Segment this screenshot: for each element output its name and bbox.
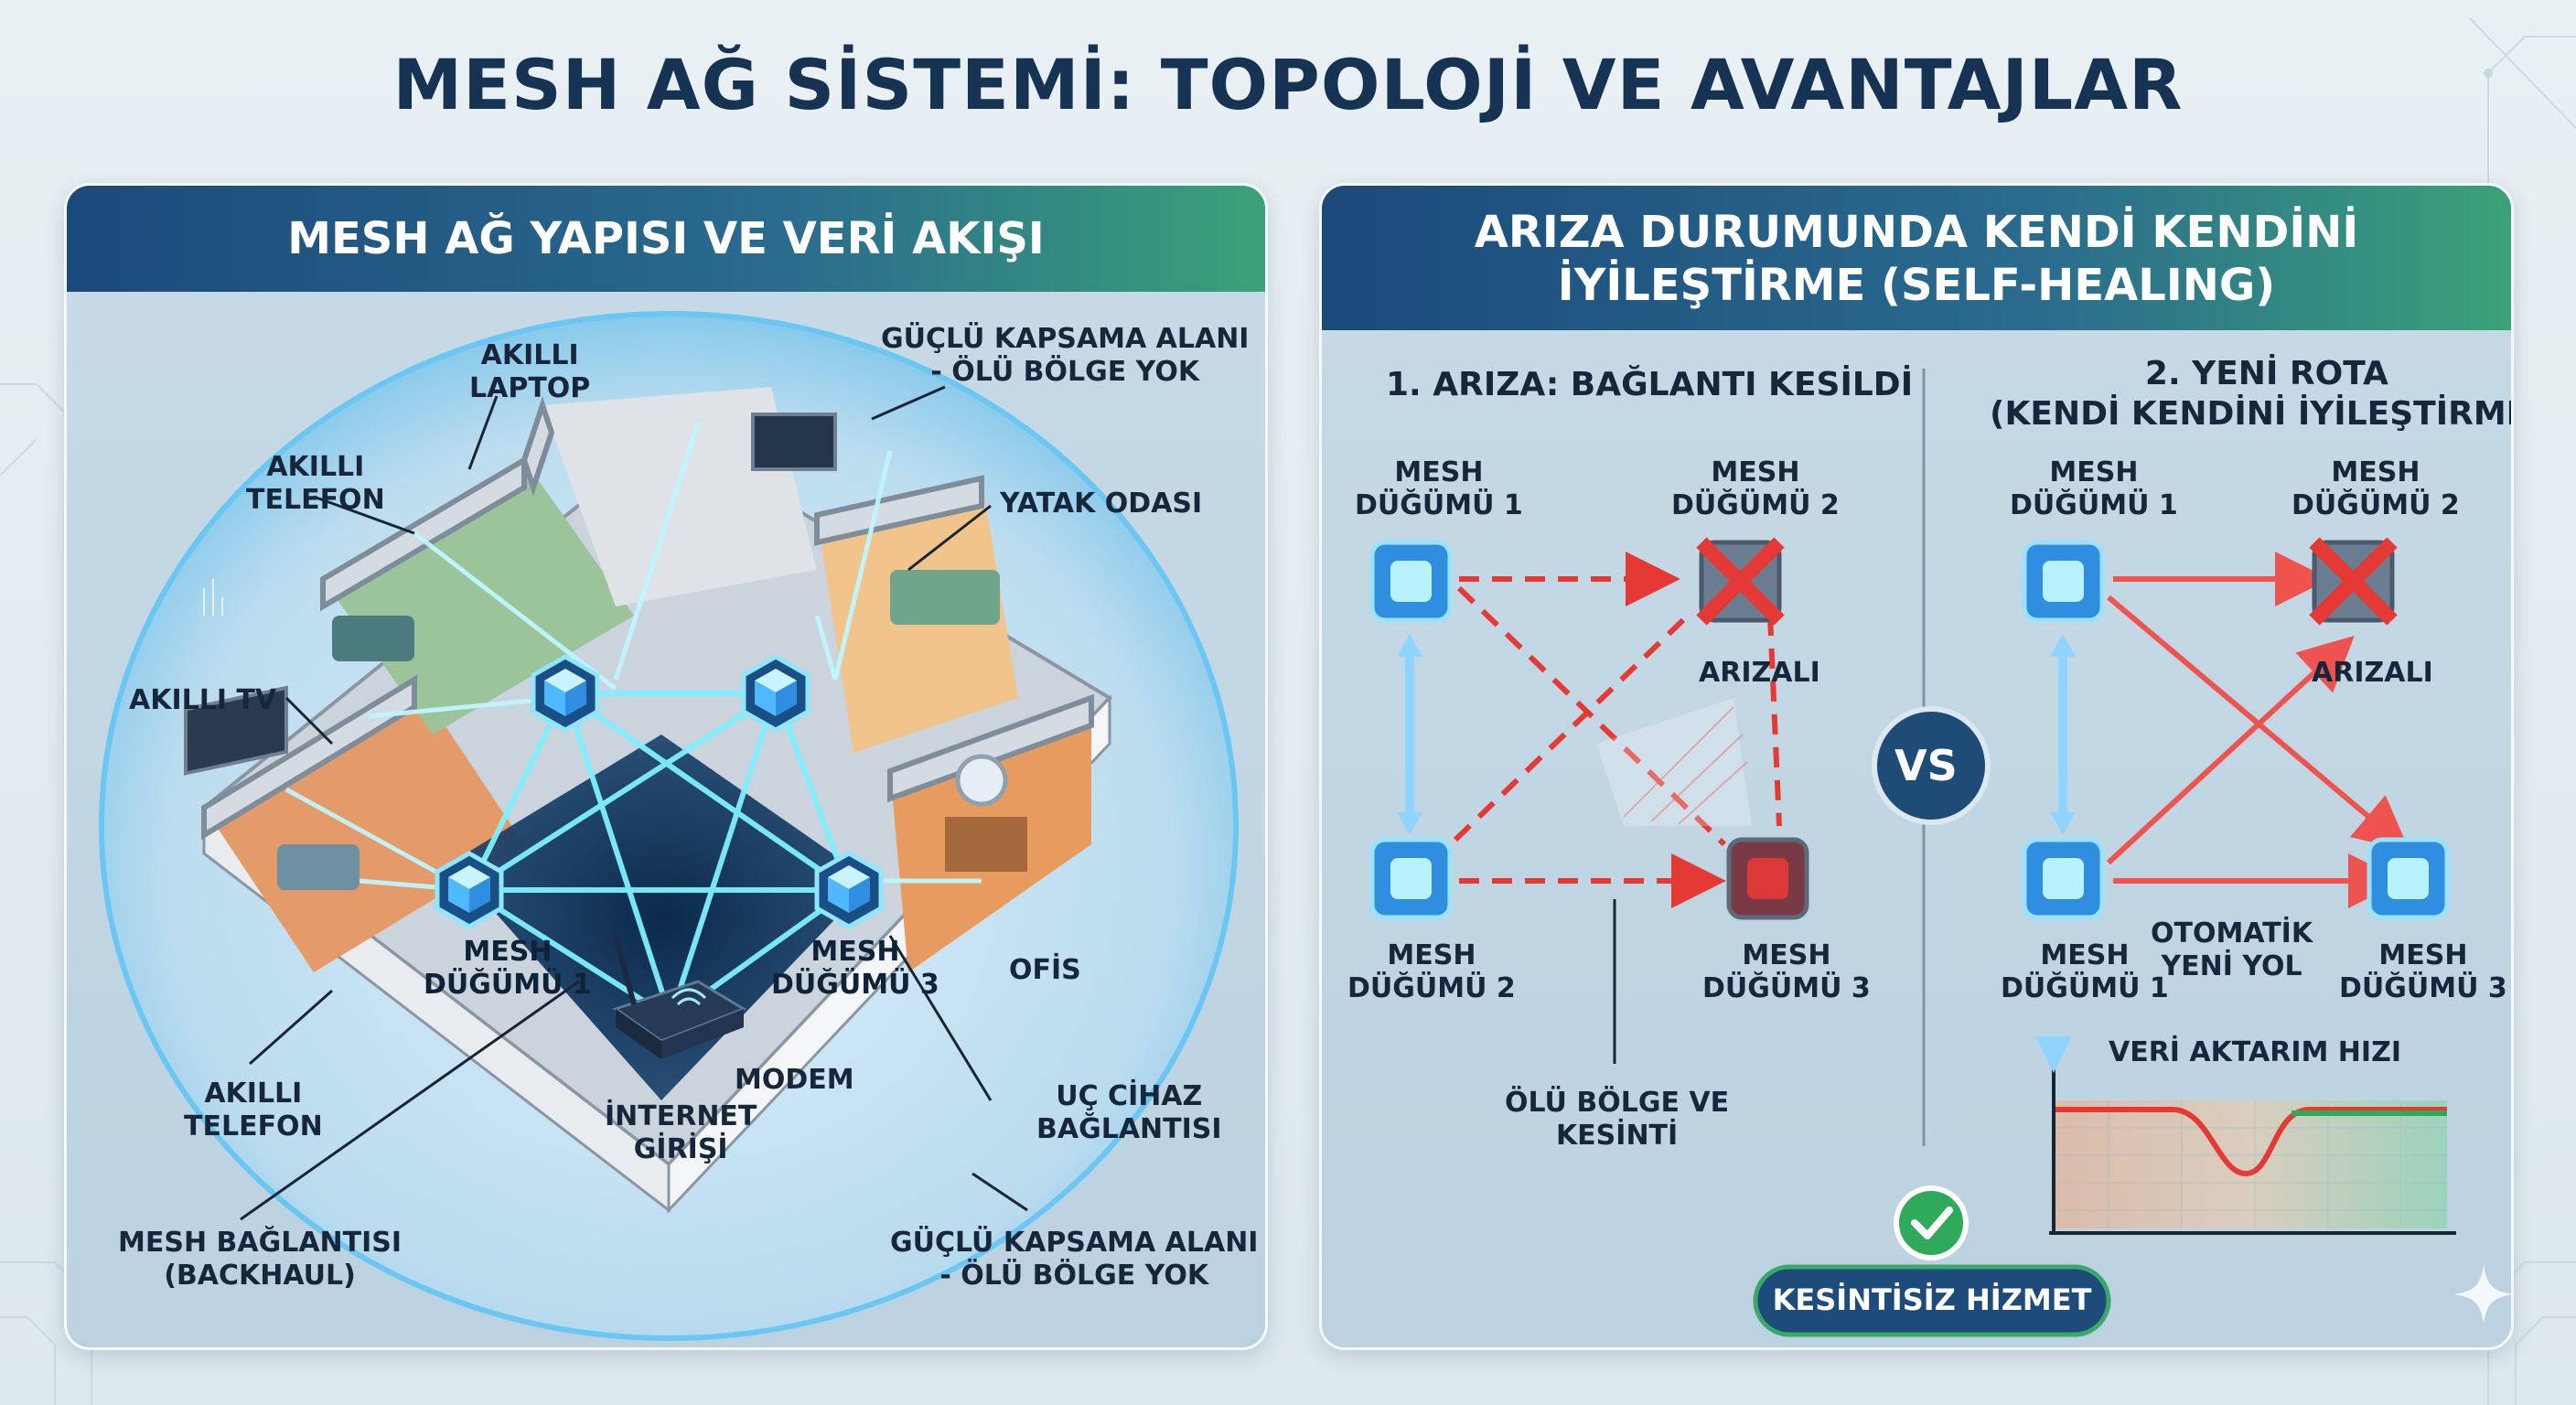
page-title: MESH AĞ SİSTEMİ: TOPOLOJİ VE AVANTAJLAR xyxy=(392,44,2184,125)
fail-node-2-broken xyxy=(1696,537,1785,626)
mesh-house-illustration xyxy=(99,311,1239,1341)
room-kitchen xyxy=(542,387,817,606)
vs-label: VS xyxy=(1894,741,1958,790)
mesh-node-top-right xyxy=(741,654,810,733)
speed-chart xyxy=(2035,1036,2456,1235)
mesh-node-1 xyxy=(435,851,504,929)
speed-chart-title: VERİ AKTARIM HIZI xyxy=(2109,1036,2401,1068)
heal-node-1-lower xyxy=(2022,837,2105,920)
label-coverage-bottom: GÜÇLÜ KAPSAMA ALANI- ÖLÜ BÖLGE YOK xyxy=(890,1227,1259,1292)
room-green-left xyxy=(323,460,634,735)
vs-badge xyxy=(1872,706,1991,825)
mesh-structure-header: MESH AĞ YAPISI VE VERİ AKIŞI xyxy=(67,186,1265,292)
healing-faulty-label: ARIZALI xyxy=(2312,657,2433,689)
self-healing-panel: ARIZA DURUMUNDA KENDİ KENDİNİ İYİLEŞTİRM… xyxy=(1319,183,2514,1350)
label-backhaul: MESH BAĞLANTISI(BACKHAUL) xyxy=(118,1227,402,1292)
heal-node-1 xyxy=(2022,540,2105,623)
healing-title: 2. YENİ ROTA(KENDİ KENDİNİ İYİLEŞTİRME) xyxy=(1990,355,2514,433)
fail-node-2-lower xyxy=(1369,837,1453,920)
heal-node-3 xyxy=(2367,837,2450,920)
label-bedroom: YATAK ODASI xyxy=(1000,488,1203,520)
fail-node-3-red xyxy=(1726,837,1809,920)
mesh-structure-panel: MESH AĞ YAPISI VE VERİ AKIŞI xyxy=(64,183,1268,1350)
sparkle-icon xyxy=(2453,1264,2514,1325)
label-smart-tv: AKILLI TV xyxy=(129,684,277,716)
room-center xyxy=(451,735,872,1100)
failure-title: 1. ARIZA: BAĞLANTI KESİLDİ xyxy=(1386,366,1914,403)
check-icon xyxy=(1894,1185,1969,1260)
modem-icon xyxy=(612,935,747,1059)
heal-node-2-broken xyxy=(2309,537,2398,626)
mesh-node-top-left xyxy=(531,654,600,733)
label-coverage-top: GÜÇLÜ KAPSAMA ALANI- ÖLÜ BÖLGE YOK xyxy=(881,323,1250,388)
self-healing-header: ARIZA DURUMUNDA KENDİ KENDİNİ İYİLEŞTİRM… xyxy=(1322,186,2511,330)
room-living xyxy=(204,680,524,972)
uninterrupted-service-badge: KESİNTİSİZ HİZMET xyxy=(1772,1282,2092,1317)
label-modem: MODEM xyxy=(735,1064,854,1096)
mesh-node-3 xyxy=(814,851,884,929)
fail-node-1 xyxy=(1369,540,1453,623)
label-office: OFİS xyxy=(1009,954,1081,986)
failure-faulty-label: ARIZALI xyxy=(1699,657,1820,689)
self-healing-diagram xyxy=(1369,369,2456,1337)
